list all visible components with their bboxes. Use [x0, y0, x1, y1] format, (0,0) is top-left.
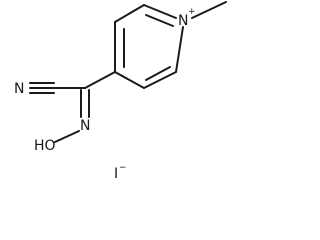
- ring-double-bond-n-c2: [145, 14, 174, 27]
- iodide-charge: −: [119, 163, 127, 173]
- ring-bond-c2-c3: [114, 4, 145, 23]
- nitrile-nitrogen-label: N: [14, 81, 24, 97]
- molecule-drawing: N + N N HO I −: [14, 1, 227, 182]
- oxime-nitrogen-label: N: [80, 118, 90, 134]
- ring-to-central-carbon-bond: [84, 71, 116, 89]
- iodide-label: I: [114, 166, 118, 182]
- ring-bond-c4-c5: [114, 71, 145, 89]
- ring-bond-c6-n: [175, 26, 184, 73]
- n-o-bond: [54, 130, 80, 143]
- ring-double-bond-c5-c6: [145, 66, 171, 81]
- hydroxyl-label: HO: [34, 138, 56, 154]
- ring-nitrogen-label: N: [178, 13, 188, 29]
- ring-bond-n-c2: [143, 4, 177, 19]
- structure-diagram: N + N N HO I −: [14, 1, 227, 182]
- ring-bond-c5-c6: [143, 71, 177, 89]
- ring-nitrogen-charge: +: [188, 7, 196, 17]
- methyl-bond: [191, 1, 227, 19]
